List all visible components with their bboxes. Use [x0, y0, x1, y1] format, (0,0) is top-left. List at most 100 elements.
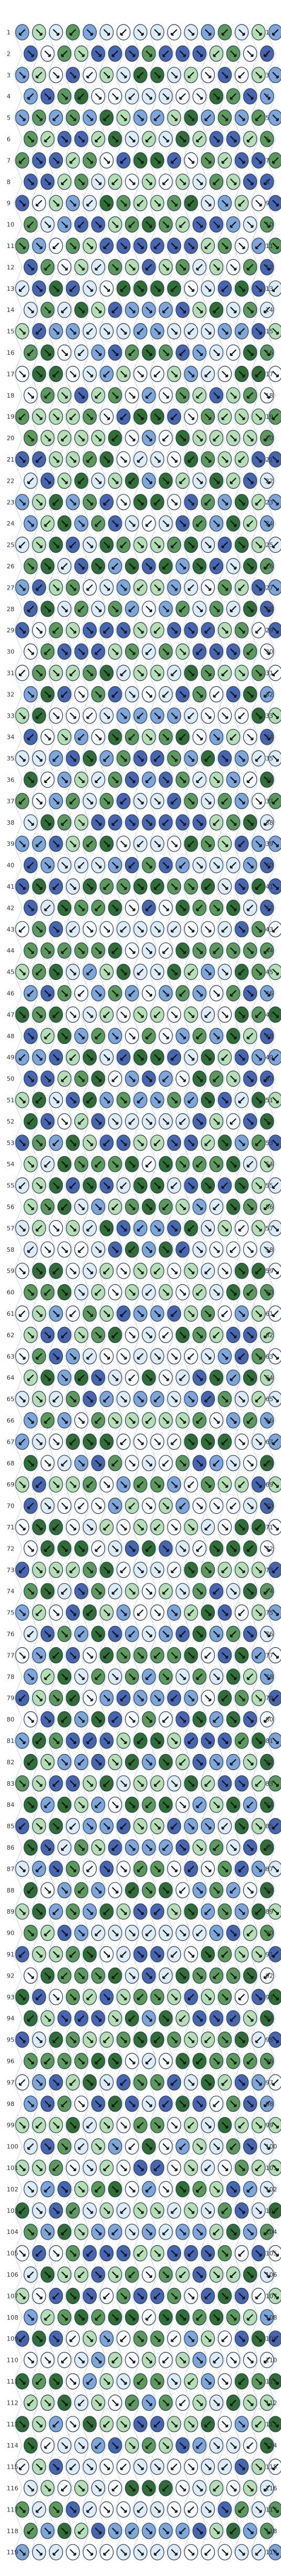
knot [200, 1647, 215, 1663]
row-number-right: 90 [265, 1930, 273, 1937]
knot [40, 814, 55, 831]
knot [260, 558, 274, 574]
knot [83, 237, 97, 254]
knot-arrow-icon [120, 29, 127, 36]
knot-arrow-icon [44, 349, 51, 356]
knot [175, 2138, 190, 2155]
knot [167, 622, 182, 638]
knot [167, 2287, 182, 2304]
knot [125, 88, 139, 105]
knot [116, 1818, 131, 1835]
knot [91, 771, 106, 788]
knot [218, 1305, 232, 1322]
knot [133, 195, 148, 211]
knot [200, 579, 215, 596]
knot [226, 131, 240, 147]
knot-arrow-icon [27, 648, 34, 655]
knot [158, 301, 173, 318]
knot [133, 2117, 148, 2133]
knot [158, 131, 173, 147]
knot-arrow-icon [170, 456, 178, 463]
knot [57, 174, 72, 190]
knot [234, 195, 249, 211]
knot [184, 24, 198, 41]
knot [209, 2352, 224, 2369]
knot-arrow-icon [137, 200, 144, 207]
knot [158, 856, 173, 874]
knot-arrow-icon [238, 29, 245, 36]
knot [150, 1946, 164, 1963]
knot [23, 2309, 38, 2326]
knot [192, 1156, 207, 1172]
row-number-right: 26 [265, 563, 273, 570]
knot-arrow-icon [128, 93, 136, 100]
knot [133, 1562, 148, 1578]
row-number-left: 106 [7, 2271, 18, 2278]
knot [49, 1775, 63, 1792]
knot [226, 2096, 240, 2112]
knot-arrow-icon [44, 734, 51, 741]
knot-arrow-icon [69, 157, 76, 164]
knot-arrow-icon [162, 819, 169, 826]
knot [209, 686, 224, 703]
knot [150, 1006, 164, 1023]
knot [108, 2437, 122, 2454]
knot [99, 1519, 114, 1535]
knot [150, 1647, 164, 1663]
knot [218, 878, 232, 895]
knot [66, 1690, 80, 1706]
knot-arrow-icon [36, 840, 43, 848]
row-number-right: 48 [265, 1033, 273, 1040]
knot [218, 1476, 232, 1493]
knot [32, 1433, 47, 1450]
knot [142, 259, 156, 275]
knot [209, 601, 224, 617]
knot [15, 67, 29, 83]
knot [268, 921, 281, 938]
knot-arrow-icon [61, 606, 68, 612]
row-number-right: 67 [265, 1438, 273, 1445]
knot [83, 2373, 97, 2390]
knot [234, 750, 249, 767]
knot [116, 152, 131, 169]
knot [175, 1668, 190, 1685]
knot-arrow-icon [44, 136, 51, 142]
knot [209, 1882, 224, 1899]
knot [15, 323, 29, 340]
knot-arrow-icon [179, 904, 186, 911]
knot [74, 2480, 88, 2496]
knot [158, 643, 173, 660]
knot [108, 259, 122, 275]
knot-arrow-icon [170, 968, 178, 975]
knot-arrow-icon [162, 93, 169, 100]
knot-arrow-icon [264, 392, 270, 399]
knot-arrow-icon [247, 136, 254, 142]
knot-arrow-icon [44, 861, 51, 869]
knot [234, 707, 249, 724]
knot-arrow-icon [263, 306, 270, 314]
row-number-left: 14 [7, 306, 14, 314]
knot-arrow-icon [204, 541, 212, 548]
knot-arrow-icon [213, 477, 220, 484]
knot [116, 921, 131, 938]
knot [133, 2373, 148, 2390]
knot [83, 2074, 97, 2090]
knot-arrow-icon [272, 114, 279, 121]
knot-arrow-icon [170, 242, 178, 249]
knot-arrow-icon [154, 712, 161, 719]
knot-arrow-icon [230, 520, 237, 527]
knot [175, 985, 190, 1002]
row-number-left: 33 [7, 712, 14, 720]
knot [243, 1925, 257, 1941]
knot [57, 88, 72, 105]
knot [158, 1839, 173, 1856]
knot [158, 2181, 173, 2197]
knot [32, 2032, 47, 2048]
knot [32, 963, 47, 980]
knot [66, 963, 80, 980]
row-number-left: 114 [7, 2442, 18, 2449]
knot [91, 856, 106, 874]
knot [192, 344, 207, 361]
knot [116, 1006, 131, 1023]
